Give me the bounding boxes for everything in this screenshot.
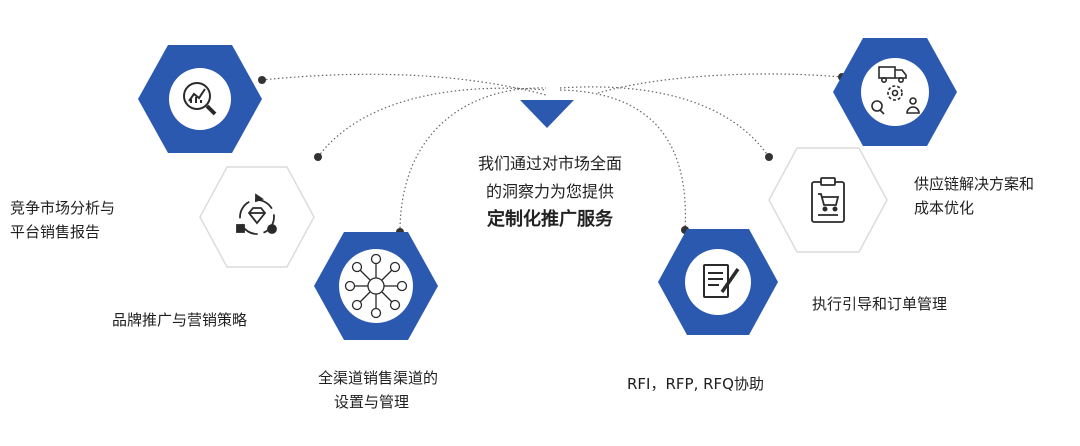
center-line-2: 的洞察力为您提供 — [485, 182, 614, 201]
clipboard-cart-icon — [811, 177, 845, 223]
connector-dot — [314, 153, 322, 161]
label-supply-chain: 供应链解决方案和 成本优化 — [914, 175, 1035, 217]
label-order-management: 执行引导和订单管理 — [812, 295, 948, 313]
label-omnichannel: 全渠道销售渠道的 设置与管理 — [318, 369, 439, 411]
hex-brand-marketing — [199, 166, 315, 268]
hex-competitive-analysis — [138, 45, 262, 153]
label-rfi-rfp: RFI，RFP, RFQ协助 — [627, 375, 764, 393]
label-brand-marketing: 品牌推广与营销策略 — [112, 311, 248, 329]
center-line-1: 我们通过对市场全面 — [477, 154, 622, 173]
hex-supply-chain — [833, 38, 957, 146]
hex-omnichannel — [314, 232, 438, 340]
truck-gear-icon — [871, 66, 920, 115]
hex-order-management — [768, 147, 888, 253]
document-pen-icon — [703, 264, 740, 298]
hex-rfi-rfp — [658, 229, 778, 335]
diamond-badge-icon — [236, 193, 277, 235]
chart-magnifier-icon — [183, 82, 217, 116]
connector-dot — [258, 76, 266, 84]
connector-dot — [765, 153, 773, 161]
omnichannel-network-icon — [344, 253, 408, 319]
center-pointer-triangle — [520, 100, 574, 128]
center-message: 我们通过对市场全面 的洞察力为您提供 定制化推广服务 — [440, 150, 660, 234]
label-competitive-analysis: 竞争市场分析与 平台销售报告 — [10, 199, 116, 241]
center-line-3: 定制化推广服务 — [487, 209, 613, 230]
